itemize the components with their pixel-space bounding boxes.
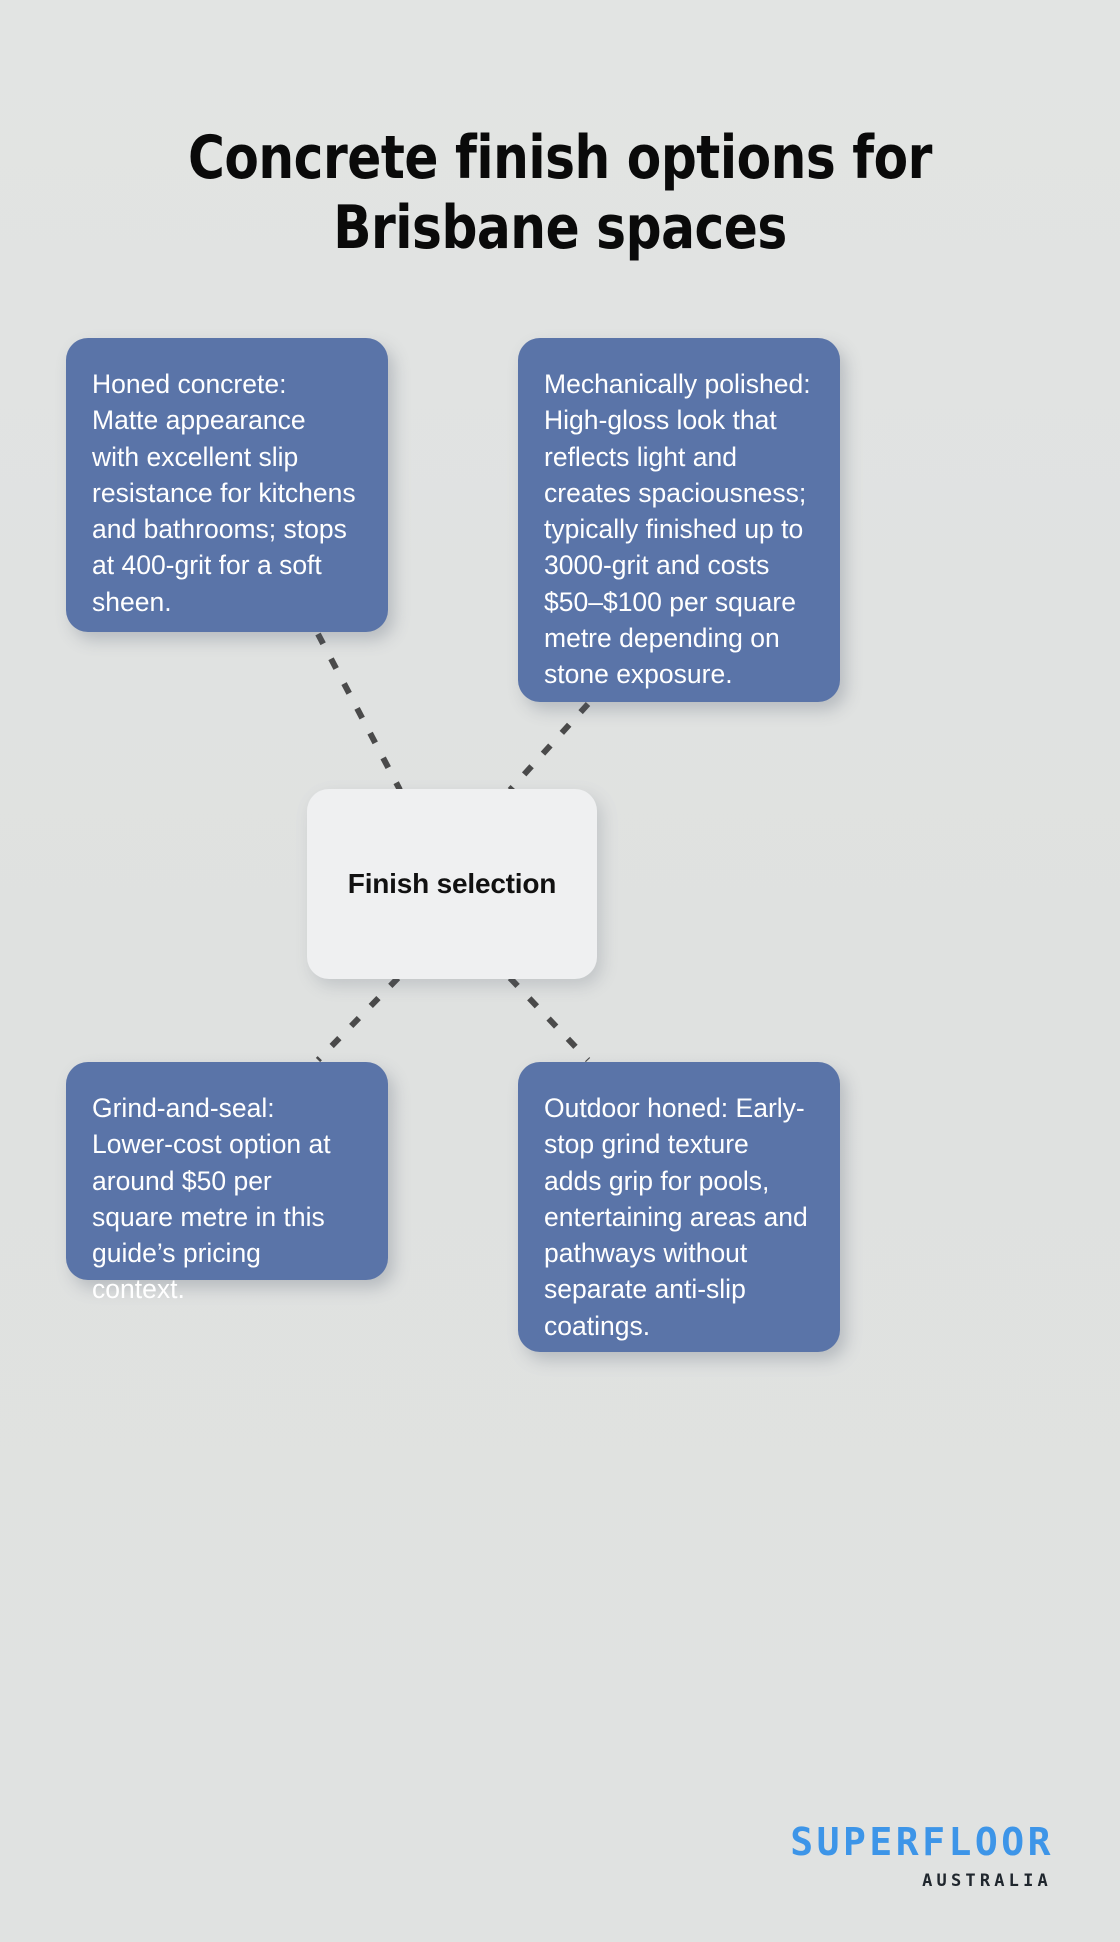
brand-logo: SUPERFLOOR AUSTRALIA xyxy=(790,1823,1054,1890)
brand-logo-secondary: AUSTRALIA xyxy=(922,1871,1052,1891)
node-card-outdoor-honed[interactable]: Outdoor honed: Early-stop grind texture … xyxy=(518,1062,840,1352)
connector-top-right xyxy=(507,701,591,793)
node-card-honed-concrete[interactable]: Honed concrete: Matte appearance with ex… xyxy=(66,338,388,632)
connector-top-left xyxy=(315,632,403,792)
node-card-text: Grind-and-seal: Lower-cost option at aro… xyxy=(92,1093,339,1305)
node-card-text: Outdoor honed: Early-stop grind texture … xyxy=(544,1093,816,1341)
node-card-mechanically-polished[interactable]: Mechanically polished: High-gloss look t… xyxy=(518,338,840,702)
connector-bottom-right xyxy=(507,975,591,1063)
node-card-text: Honed concrete: Matte appearance with ex… xyxy=(92,369,364,617)
node-card-text: Mechanically polished: High-gloss look t… xyxy=(544,369,818,690)
node-card-grind-and-seal[interactable]: Grind-and-seal: Lower-cost option at aro… xyxy=(66,1062,388,1304)
page-title: Concrete finish options for Brisbane spa… xyxy=(188,123,932,263)
brand-logo-primary: SUPERFLOOR xyxy=(790,1820,1054,1864)
connector-bottom-left xyxy=(315,975,401,1063)
center-node-label: Finish selection xyxy=(347,868,557,899)
center-node[interactable]: Finish selection xyxy=(307,789,597,979)
